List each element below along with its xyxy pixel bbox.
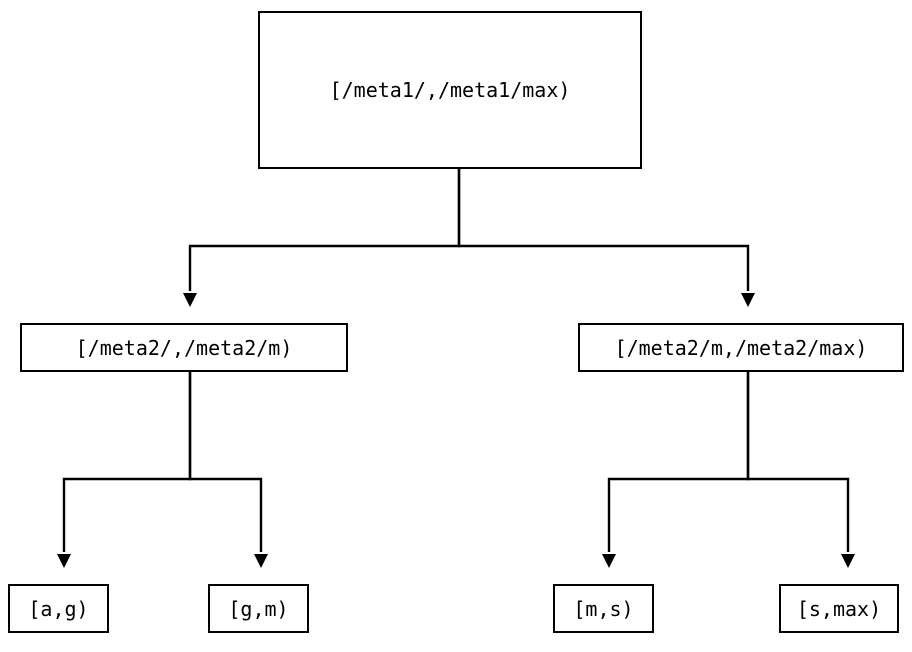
node-root-label: [/meta1/,/meta1/max) [329, 78, 571, 102]
edge-mid-right-to-leaf-ms [602, 372, 750, 568]
node-leaf-s-max[interactable]: [s,max) [779, 584, 899, 633]
node-mid-left[interactable]: [/meta2/,/meta2/m) [20, 323, 348, 372]
node-leaf-s-max-label: [s,max) [796, 596, 882, 621]
edge-root-to-mid-left [183, 169, 461, 307]
node-mid-right[interactable]: [/meta2/m,/meta2/max) [578, 323, 904, 372]
node-leaf-m-s-label: [m,s) [573, 596, 634, 621]
edge-mid-right-to-leaf-smax [746, 372, 855, 568]
arrowhead-icon [741, 293, 755, 307]
arrowhead-icon [841, 554, 855, 568]
arrowhead-icon [602, 554, 616, 568]
node-mid-right-label: [/meta2/m,/meta2/max) [614, 335, 868, 360]
node-leaf-m-s[interactable]: [m,s) [553, 584, 654, 633]
node-root[interactable]: [/meta1/,/meta1/max) [258, 11, 642, 169]
node-mid-left-label: [/meta2/,/meta2/m) [75, 335, 293, 360]
edge-root-to-mid-right [457, 169, 755, 307]
arrowhead-icon [183, 293, 197, 307]
node-leaf-a-g[interactable]: [a,g) [8, 584, 109, 633]
node-leaf-g-m-label: [g,m) [228, 596, 289, 621]
arrowhead-icon [254, 554, 268, 568]
arrowhead-icon [57, 554, 71, 568]
node-leaf-a-g-label: [a,g) [28, 596, 89, 621]
edge-mid-left-to-leaf-gm [188, 372, 268, 568]
edge-mid-left-to-leaf-ag [57, 372, 192, 568]
node-leaf-g-m[interactable]: [g,m) [208, 584, 309, 633]
